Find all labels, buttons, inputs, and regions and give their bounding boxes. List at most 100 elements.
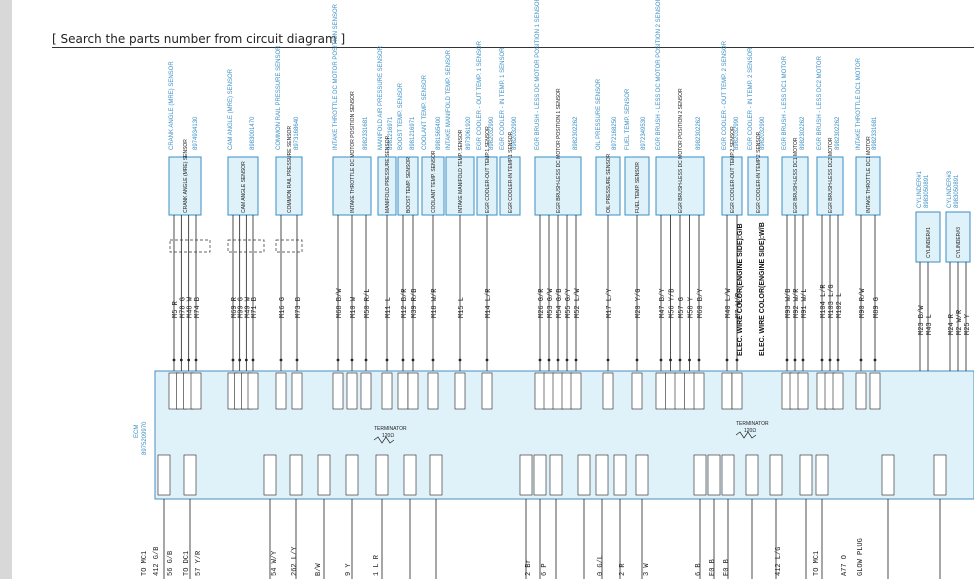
wire-label: M20 Y/G	[635, 289, 643, 318]
ecm-pin-cell	[797, 372, 809, 410]
wire-label: M69 R	[231, 296, 239, 318]
cylinder-wire-label: M2 W/R	[956, 309, 964, 335]
wire-junction	[401, 358, 405, 362]
cylinder-box-label: CYLINDER#1	[926, 227, 932, 258]
ecm-bottom-pin	[549, 454, 563, 496]
terminator-value: 120Ω	[744, 428, 756, 434]
wire-junction	[485, 358, 489, 362]
ecm-pin-cell	[552, 372, 564, 410]
wire-label: M16 G	[279, 297, 287, 318]
sensor-name-label: EGR BRUSH - LESS DC MOTOR POSITION 1 SEN…	[535, 0, 541, 150]
wire-label: M73 B	[295, 297, 303, 318]
ecm-pin-cell	[247, 372, 259, 410]
wire-label: M71 B	[251, 297, 259, 318]
ecm-bottom-pin	[533, 454, 547, 496]
cylinder-wire-label: M43 L	[926, 314, 934, 335]
sensor-part-number: 8981216971	[388, 116, 394, 150]
ecm-bottom-pin	[707, 454, 721, 496]
wire-label: M78 G	[179, 297, 187, 318]
ecm-bottom-pin	[519, 454, 533, 496]
sensor-name-label: EGR COOLER - OUT TEMP. 1 SENSOR	[477, 40, 483, 150]
ecm-bottom-pin	[635, 454, 649, 496]
sensor-box-label: EGR COOLER-IN TEMP.2 SENSOR	[756, 131, 762, 213]
ecm-bottom-pin	[375, 454, 389, 496]
cylinder-name-label: CYLINDER#1	[917, 170, 923, 208]
wire-label: M50 R/L	[364, 289, 372, 318]
sensor-name-label: BOOST TEMP. SENSOR	[398, 82, 404, 150]
ecm-pin-cell	[655, 372, 667, 410]
sensor-name-label: INTAKE THROTTLE DC1 MOTOR	[856, 57, 862, 150]
bottom-wire-label: 6 P	[541, 563, 549, 576]
sensor-box-label: EGR BRUSH-LESS DC1 MOTOR	[793, 137, 799, 213]
sensor-box-label: EGR COOLER-OUT TEMP.2 SENSOR	[730, 126, 736, 213]
wire-junction	[828, 358, 832, 362]
bottom-wire-label: 3 W	[643, 563, 651, 576]
sensor-box-label: MANIFOLD PRESSURE SENSOR	[385, 135, 391, 213]
ecm-bottom-pin	[263, 454, 277, 496]
ecm-bottom-pin	[595, 454, 609, 496]
ecm-bottom-pin	[613, 454, 627, 496]
sensor-connector-box	[855, 156, 881, 216]
wire-label: M52 L/W	[574, 288, 582, 318]
sensor-connector-box	[227, 156, 259, 216]
wire-junction	[279, 358, 283, 362]
ecm-pin-cell	[665, 372, 676, 410]
bottom-wire-label: 6 B	[695, 563, 703, 576]
cylinder-box-label: CYLINDER#3	[956, 227, 962, 258]
sensor-group: INTAKE THROTTLE DC MOTOR POSITION SENSOR…	[332, 3, 372, 371]
sensor-part-number: 8981216971	[410, 116, 416, 150]
sensor-box-label: INTAKE THROTTLE DC MOTOR POSITION SENSOR	[350, 91, 356, 213]
wire-label: M39 R/B	[411, 289, 419, 318]
bottom-wire-label: E0 B	[723, 559, 731, 576]
sensor-part-number: 8974934130	[193, 116, 199, 150]
page-header: [ Search the parts number from circuit d…	[52, 30, 974, 47]
sensor-part-number: 8982032990	[489, 116, 495, 150]
sensor-box-label: EGR COOLER-OUT TEMP.1 SENSOR	[485, 126, 491, 213]
sensor-box-label: CRANK ANGLE (MRE) SENSOR	[183, 139, 189, 213]
bottom-wire-label: 1 L R	[373, 554, 381, 576]
ecm-pin-cell	[674, 372, 686, 410]
wire-junction	[251, 358, 255, 362]
sensor-connector-box	[397, 156, 419, 216]
ecm-bottom-pin	[721, 454, 735, 496]
sensor-part-number: 8972168250	[612, 116, 618, 150]
wire-junction	[556, 358, 560, 362]
wire-label: M92 W/R	[793, 288, 801, 318]
wire-label: M60 B/Y	[697, 288, 705, 318]
ecm-bottom-pin	[429, 454, 443, 496]
wire-label: M68 B/W	[336, 288, 344, 318]
wire-junction	[820, 358, 824, 362]
wire-junction	[606, 358, 610, 362]
wire-junction	[801, 358, 805, 362]
bottom-wire-label: 2 R	[619, 563, 627, 576]
bottom-wire-label: TO DC1	[183, 551, 191, 576]
ecm-part-number: 8975209970	[142, 421, 148, 455]
wire-junction	[231, 358, 235, 362]
sensor-connector-box	[595, 156, 621, 216]
sensor-connector-box	[275, 156, 303, 216]
bottom-wire-label: 0 G/L	[597, 555, 605, 576]
bottom-wire-label: A77 O	[841, 555, 849, 576]
wire-junction	[678, 358, 682, 362]
wire-label: M103 L/G	[828, 284, 836, 318]
ecm-pin-cell	[602, 372, 614, 410]
wire-label: M104 L/R	[820, 284, 828, 318]
wire-junction	[873, 358, 877, 362]
bottom-wire-label: B/W	[315, 563, 323, 576]
ecm-pin-cell	[721, 372, 733, 410]
bottom-wire-label: 2 Br	[525, 559, 533, 576]
resistor-symbol	[373, 436, 395, 444]
wire-label: M5 R	[172, 300, 180, 318]
sensor-connector-box	[781, 156, 809, 216]
sensor-name-label: FUEL TEMP. SENSOR	[625, 88, 631, 150]
wire-label: M54 G/B	[556, 289, 564, 318]
wire-label: M56 Y/B	[669, 289, 677, 318]
